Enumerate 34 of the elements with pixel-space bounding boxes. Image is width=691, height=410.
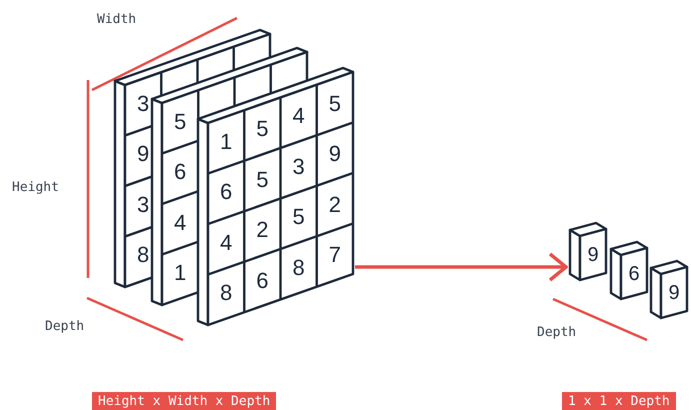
cell-value: 5 xyxy=(174,110,186,133)
cell-value: 5 xyxy=(292,206,305,228)
cell-value: 9 xyxy=(328,143,341,166)
cell-value: 8 xyxy=(292,256,305,279)
cell-value: 9 xyxy=(668,282,680,302)
cell-value: 1 xyxy=(220,130,232,153)
cell-value: 2 xyxy=(328,194,341,216)
axis-label: Depth xyxy=(45,319,84,334)
cell-value: 5 xyxy=(256,118,268,140)
cell-value: 6 xyxy=(220,181,232,204)
cell-value: 9 xyxy=(587,244,599,264)
cell-value: 2 xyxy=(256,219,268,242)
cell-value: 5 xyxy=(256,168,268,191)
cell-value: 3 xyxy=(137,92,150,115)
cell-value: 5 xyxy=(328,92,341,115)
cell-value: 6 xyxy=(628,264,640,284)
cell-value: 4 xyxy=(220,232,232,254)
cell-value: 1 xyxy=(174,262,186,284)
cell-value: 9 xyxy=(137,143,150,166)
cell-value: 6 xyxy=(256,270,268,292)
cell-value: 8 xyxy=(137,244,150,266)
cell-value: 8 xyxy=(220,282,232,304)
cell-value: 7 xyxy=(328,244,341,266)
axis-label: Width xyxy=(97,12,136,27)
cell-value: 4 xyxy=(174,212,186,234)
cell-value: 4 xyxy=(292,105,305,128)
axis-label: Depth xyxy=(537,325,576,340)
caption-tag: 1 x 1 x Depth xyxy=(562,392,676,410)
cell-value: 3 xyxy=(137,194,150,216)
caption-tag: Height x Width x Depth xyxy=(92,392,276,410)
axis-label: Height xyxy=(12,180,59,195)
cell-value: 3 xyxy=(292,156,305,178)
cell-value: 6 xyxy=(174,161,186,184)
arrow xyxy=(355,252,568,282)
